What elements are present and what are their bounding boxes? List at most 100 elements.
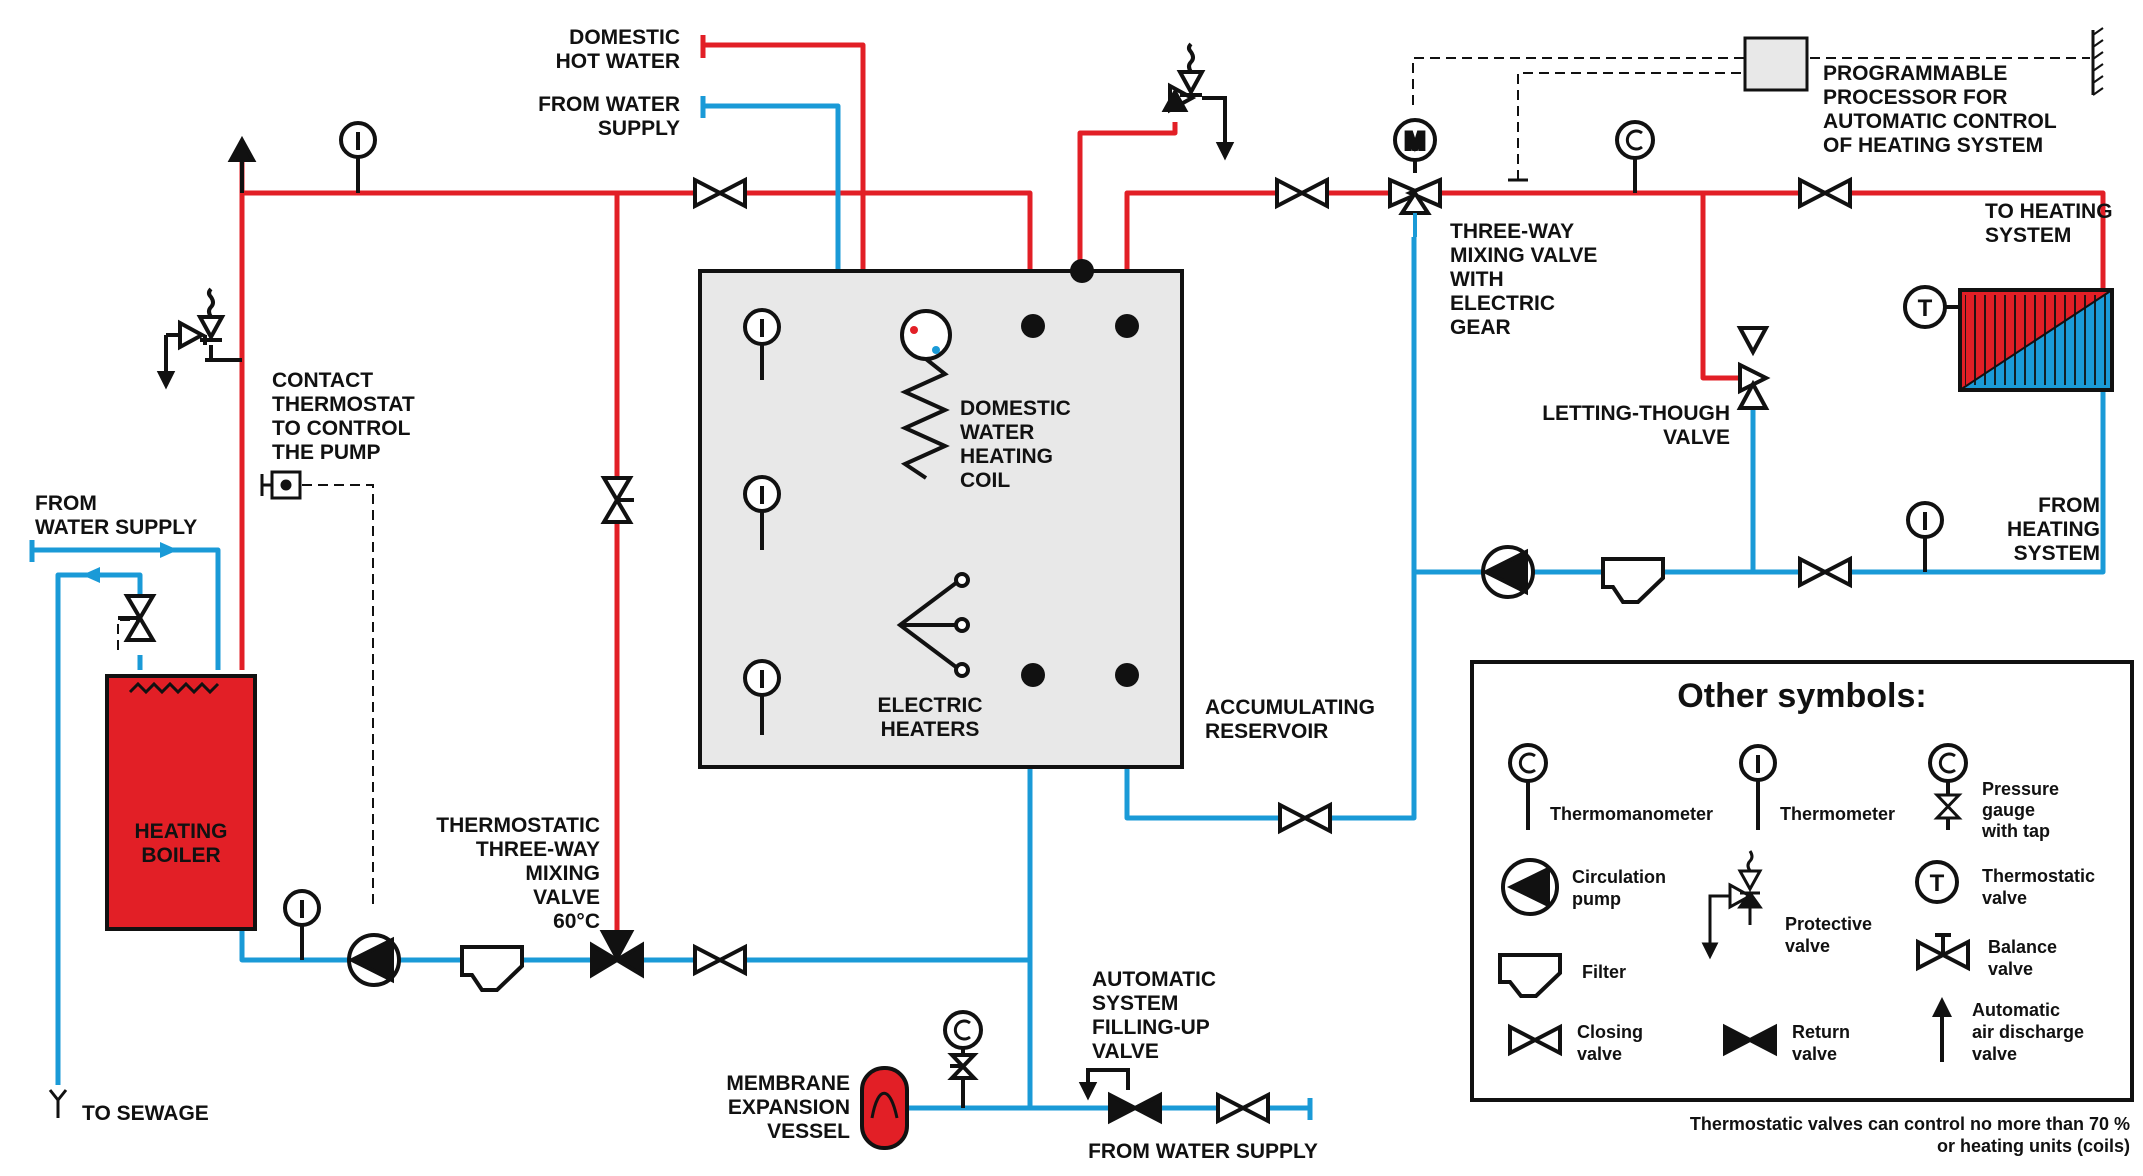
legend-label: valve <box>1988 959 2033 979</box>
legend-balance-valve: Balance valve <box>1916 933 2057 979</box>
legend-box: Other symbols: Thermomanometer Thermomet… <box>1470 660 2134 1102</box>
label-fws-top-2: SUPPLY <box>598 117 680 140</box>
label-coil-3: HEATING <box>960 445 1053 468</box>
closing-valve-icon <box>693 943 747 977</box>
label-membrane-1: MEMBRANE <box>726 1072 850 1095</box>
closing-valve-icon <box>1275 176 1329 210</box>
label-tv-3: MIXING <box>525 862 600 885</box>
label-3way-5: GEAR <box>1450 316 1511 339</box>
thermometer-icon <box>1906 501 1944 572</box>
heating-boiler: HEATING BOILER <box>105 674 257 931</box>
label-contact-3: TO CONTROL <box>272 417 411 440</box>
pressure-gauge-icon <box>943 1010 983 1108</box>
label-coil-2: WATER <box>960 421 1034 444</box>
label-tv-2: THREE-WAY <box>476 838 600 861</box>
legend-label: Return <box>1792 1022 1850 1042</box>
flow-arrows <box>82 542 178 583</box>
thermometer-icon <box>339 121 377 193</box>
filter-icon <box>460 945 524 992</box>
label-dhw-1: DOMESTIC <box>569 26 680 49</box>
legend-label: valve <box>1792 1044 1837 1064</box>
label-coil-1: DOMESTIC <box>960 397 1071 420</box>
closing-valve-icon <box>600 476 634 524</box>
legend-label: with tap <box>1981 821 2050 841</box>
legend-protective-valve: Protective valve <box>1701 850 1872 960</box>
label-3way-1: THREE-WAY <box>1450 220 1574 243</box>
legend-label: Filter <box>1582 962 1626 982</box>
label-reservoir-1: ACCUMULATING <box>1205 696 1375 719</box>
label-3way-4: ELECTRIC <box>1450 292 1555 315</box>
legend-thermometer: Thermometer <box>1739 744 1895 830</box>
label-membrane-2: EXPANSION <box>728 1096 850 1119</box>
legend-label: Thermometer <box>1780 804 1895 824</box>
sewage-outlet-icon <box>48 1089 68 1118</box>
legend-return-valve: Return valve <box>1723 1022 1850 1064</box>
closing-valve-icon <box>1216 1091 1270 1125</box>
circulation-pump-icon <box>347 933 401 987</box>
legend-air-discharge: Automatic air discharge valve <box>1932 997 2084 1064</box>
membrane-expansion-vessel <box>860 1066 909 1150</box>
domestic-water-coil <box>900 309 952 480</box>
label-fill-2: SYSTEM <box>1092 992 1178 1015</box>
legend-pressure-gauge: Pressure gauge with tap <box>1928 743 2059 841</box>
closing-valves <box>118 176 1852 1125</box>
label-tv-5: 60°C <box>553 910 600 933</box>
label-fws-bottom: FROM WATER SUPPLY <box>1088 1140 1318 1163</box>
legend-label: air discharge <box>1972 1022 2084 1042</box>
label-fws-left-2: WATER SUPPLY <box>35 516 197 539</box>
auto-filling-valve <box>1078 1068 1162 1125</box>
label-tv-1: THERMOSTATIC <box>436 814 600 837</box>
legend-label: Thermomanometer <box>1550 804 1713 824</box>
label-heaters-2: HEATERS <box>881 718 980 741</box>
label-coil-4: COIL <box>960 469 1010 492</box>
filter-icon <box>1601 557 1665 604</box>
legend-label: Balance <box>1988 937 2057 957</box>
legend-label: valve <box>1785 936 1830 956</box>
legend-label: Protective <box>1785 914 1872 934</box>
closing-valve-icon <box>1798 176 1852 210</box>
protective-valve-icon <box>156 287 242 390</box>
label-fws-top-1: FROM WATER <box>538 93 680 116</box>
legend-label: Circulation <box>1572 867 1666 887</box>
programmable-processor <box>1508 27 2104 182</box>
closing-valve-icon <box>1278 801 1332 835</box>
control-lines <box>117 57 2090 905</box>
label-3way-3: WITH <box>1450 268 1504 291</box>
label-proc-4: OF HEATING SYSTEM <box>1823 134 2043 157</box>
legend-label: Thermostatic <box>1982 866 2095 886</box>
label-from-heat-1: FROM <box>2038 494 2100 517</box>
label-from-heat-2: HEATING <box>2007 518 2100 541</box>
label-dhw-2: HOT WATER <box>556 50 680 73</box>
thermometer-icon <box>743 475 781 550</box>
legend-thermostatic-valve: T Thermostatic valve <box>1915 860 2095 908</box>
legend-thermomanometer: Thermomanometer <box>1508 743 1713 830</box>
label-contact-2: THERMOSTAT <box>272 393 415 416</box>
footnote-line-2: or heating units (coils) <box>1937 1136 2130 1156</box>
closing-valve-icon <box>1798 555 1852 589</box>
closing-valve-icon <box>693 176 747 210</box>
label-letting-2: VALVE <box>1663 426 1730 449</box>
air-discharge-valve-icon <box>227 135 257 193</box>
legend-label: pump <box>1572 889 1621 909</box>
radiator-heating-unit: T <box>1903 285 2114 392</box>
motor-letter: M <box>1405 128 1425 155</box>
contact-thermostat-icon <box>260 470 302 500</box>
boiler-label-1: HEATING <box>135 820 228 843</box>
thermostatic-mixing-valve <box>590 930 644 979</box>
label-to-heat-1: TO HEATING <box>1985 200 2113 223</box>
legend-label: Pressure <box>1982 779 2059 799</box>
label-heaters-1: ELECTRIC <box>878 694 983 717</box>
letting-through-valve-icon <box>1736 326 1771 410</box>
legend-label: gauge <box>1982 800 2035 820</box>
thermometer-icon <box>743 659 781 735</box>
protective-valve-icon <box>1161 42 1235 161</box>
legend-circulation-pump: Circulation pump <box>1501 858 1666 916</box>
legend-t-letter: T <box>1930 870 1945 897</box>
label-to-heat-2: SYSTEM <box>1985 224 2071 247</box>
label-reservoir-2: RESERVOIR <box>1205 720 1328 743</box>
label-3way-2: MIXING VALVE <box>1450 244 1597 267</box>
label-fill-4: VALVE <box>1092 1040 1159 1063</box>
legend-label: valve <box>1972 1044 2017 1064</box>
legend-closing-valve: Closing valve <box>1508 1022 1643 1064</box>
